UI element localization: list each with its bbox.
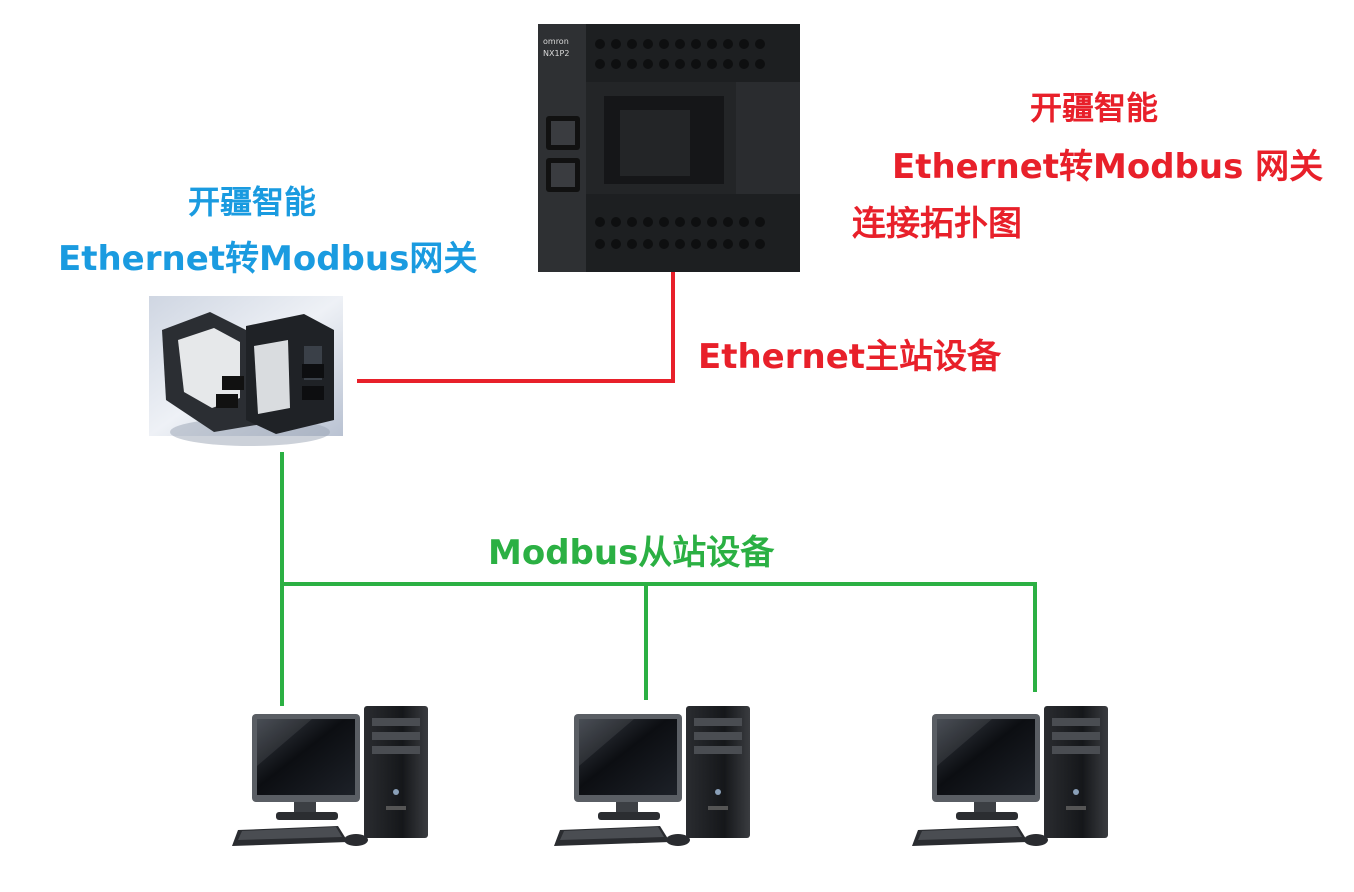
desktop-computer-icon xyxy=(554,706,750,846)
ethernet-connection-line xyxy=(357,272,675,383)
desktop-computer-icon xyxy=(232,706,428,846)
diagram-title-topology: 连接拓扑图 xyxy=(852,204,1022,244)
gateway-device-icon xyxy=(149,296,343,446)
gateway-label-product: Ethernet转Modbus网关 xyxy=(58,239,478,279)
plc-model-text: NX1P2 xyxy=(543,49,569,58)
diagram-title-company: 开疆智能 xyxy=(1030,89,1159,127)
diagram-title-product: Ethernet转Modbus 网关 xyxy=(892,147,1324,187)
gateway-label-company: 开疆智能 xyxy=(188,183,317,221)
modbus-slave-label: Modbus从站设备 xyxy=(488,533,775,573)
desktop-computer-icon xyxy=(912,706,1108,846)
plc-controller-icon: omron NX1P2 xyxy=(538,24,800,272)
ethernet-master-label: Ethernet主站设备 xyxy=(698,337,1002,377)
modbus-bus-lines xyxy=(280,452,1037,706)
plc-brand-text: omron xyxy=(543,37,569,46)
